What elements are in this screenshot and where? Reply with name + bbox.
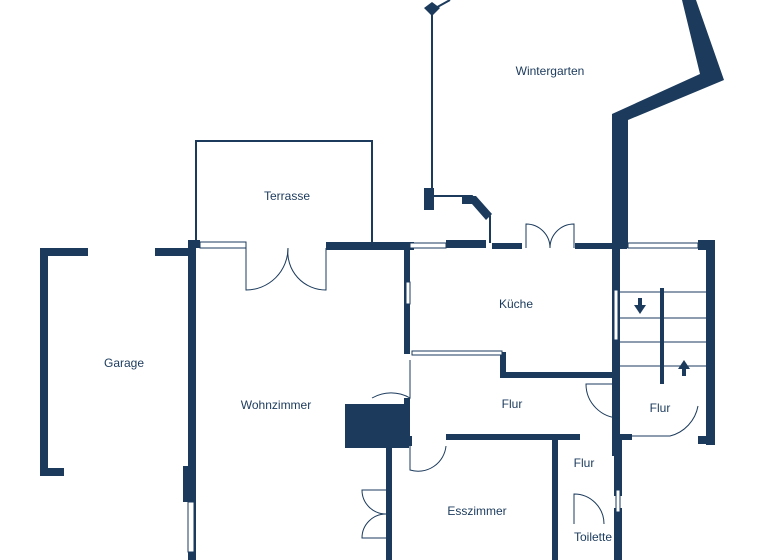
doors [245, 223, 699, 539]
terrasse-outline [195, 140, 373, 248]
wintergarten-walls [424, 0, 724, 248]
windows [187, 241, 699, 553]
garage-walls [40, 248, 195, 502]
room-label-wintergarten: Wintergarten [516, 64, 585, 78]
room-label-garage: Garage [104, 356, 144, 370]
room-label-flur-right: Flur [650, 401, 671, 415]
arrow-up-icon [678, 360, 690, 376]
room-label-flur-main: Flur [502, 397, 523, 411]
arrow-down-icon [634, 298, 646, 314]
room-label-kueche: Küche [499, 297, 533, 311]
room-label-toilette: Toilette [574, 530, 612, 544]
room-label-flur-small: Flur [574, 456, 595, 470]
room-label-esszimmer: Esszimmer [447, 504, 506, 518]
room-label-wohnzimmer: Wohnzimmer [241, 398, 311, 412]
room-label-terrasse: Terrasse [264, 189, 310, 203]
